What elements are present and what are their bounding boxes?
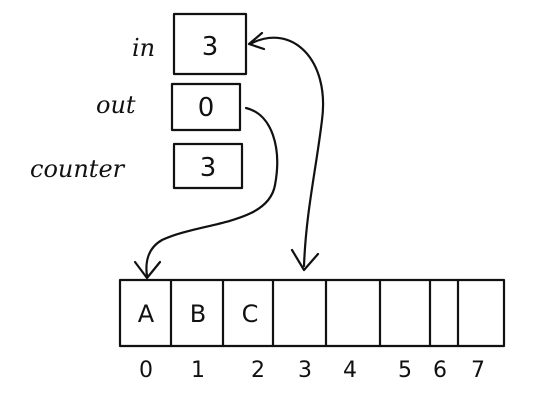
var-box-out bbox=[170, 82, 242, 132]
index-label-4: 4 bbox=[343, 358, 357, 383]
out-arrowhead bbox=[133, 260, 162, 280]
buffer-cell-0: A bbox=[138, 300, 155, 328]
var-label-counter: counter bbox=[30, 155, 126, 183]
index-label-6: 6 bbox=[433, 358, 447, 383]
var-box-counter bbox=[172, 142, 244, 190]
in-pointer-arrow bbox=[248, 36, 325, 268]
index-label-2: 2 bbox=[251, 358, 265, 383]
in-arrowhead bbox=[290, 248, 320, 272]
out-pointer-arrow bbox=[145, 106, 279, 278]
in-arrow-tail-hook bbox=[247, 31, 266, 51]
var-value-out: 0 bbox=[198, 93, 215, 123]
buffer-outline bbox=[118, 278, 506, 348]
index-label-7: 7 bbox=[471, 358, 485, 383]
var-label-in: in bbox=[132, 34, 155, 62]
index-label-0: 0 bbox=[139, 358, 153, 383]
buffer-cell-2: C bbox=[242, 300, 259, 328]
var-value-counter: 3 bbox=[200, 153, 217, 183]
index-label-3: 3 bbox=[298, 358, 312, 383]
var-value-in: 3 bbox=[202, 32, 219, 62]
index-label-5: 5 bbox=[398, 358, 412, 383]
buffer-cell-1: B bbox=[190, 300, 206, 328]
var-box-in bbox=[172, 12, 248, 76]
index-label-1: 1 bbox=[191, 358, 205, 383]
var-label-out: out bbox=[96, 91, 136, 119]
